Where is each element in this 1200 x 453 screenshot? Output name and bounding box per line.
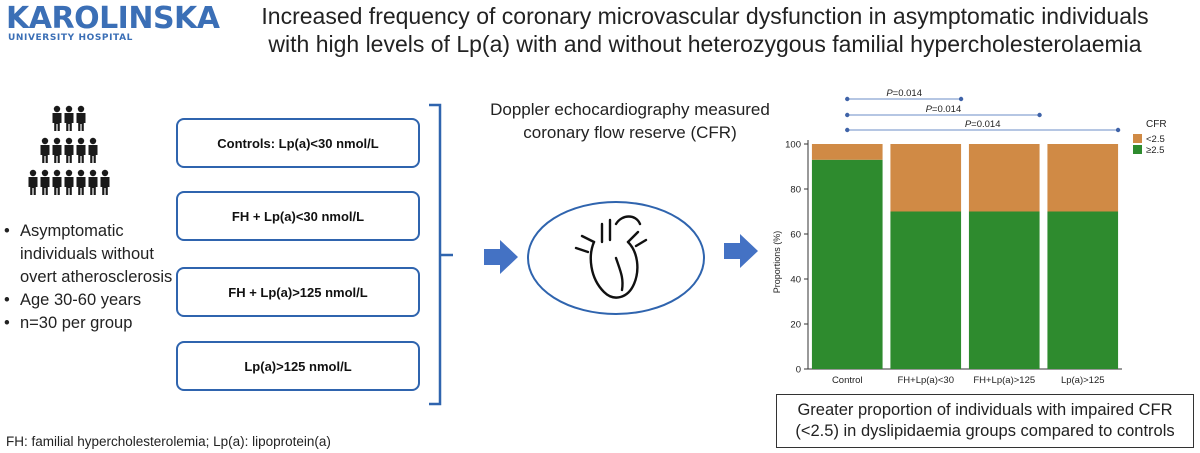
bar-segment xyxy=(890,211,962,369)
logo-subtitle: UNIVERSITY HOSPITAL xyxy=(8,33,134,43)
group-box-high-lpa: Lp(a)>125 nmol/L xyxy=(176,341,420,391)
group-box-controls: Controls: Lp(a)<30 nmol/L xyxy=(176,118,420,168)
p-value-label: P=0.014 xyxy=(886,88,922,99)
conclusion-box: Greater proportion of individuals with i… xyxy=(776,394,1194,448)
y-tick-label: 100 xyxy=(785,140,801,151)
x-tick-label: Control xyxy=(832,375,863,386)
x-tick-label: Lp(a)>125 xyxy=(1061,375,1105,386)
group-box-fh-high-lpa: FH + Lp(a)>125 nmol/L xyxy=(176,267,420,317)
y-tick-label: 40 xyxy=(790,275,801,286)
x-tick-label: FH+Lp(a)<30 xyxy=(897,375,954,386)
page-title: Increased frequency of coronary microvas… xyxy=(210,2,1200,58)
arrow-right-icon xyxy=(724,234,758,268)
population-criteria-list: Asymptomatic individuals without overt a… xyxy=(4,220,174,335)
legend-swatch xyxy=(1133,134,1142,143)
method-description: Doppler echocardiography measured corona… xyxy=(490,100,770,142)
group-box-fh-low-lpa: FH + Lp(a)<30 nmol/L xyxy=(176,191,420,241)
title-line-1: Increased frequency of coronary microvas… xyxy=(261,3,1149,29)
x-tick-label: FH+Lp(a)>125 xyxy=(973,375,1035,386)
significance-endpoint xyxy=(958,96,964,102)
y-tick-label: 80 xyxy=(790,185,801,196)
heart-icon xyxy=(527,201,705,315)
y-tick-label: 0 xyxy=(796,365,801,376)
legend-swatch xyxy=(1133,145,1142,154)
bar-segment xyxy=(1047,144,1119,212)
y-tick-label: 20 xyxy=(790,320,801,331)
legend-label: ≥2.5 xyxy=(1146,145,1164,156)
group-bracket xyxy=(429,103,453,406)
p-value-label: P=0.014 xyxy=(926,104,962,115)
people-group-icon xyxy=(28,105,110,195)
bar-segment xyxy=(968,211,1040,369)
bar-segment xyxy=(968,144,1040,212)
footnote: FH: familial hypercholesterolemia; Lp(a)… xyxy=(6,434,331,449)
y-axis-label: Proportions (%) xyxy=(772,231,782,294)
criteria-item: n=30 per group xyxy=(4,312,174,335)
bar-segment xyxy=(811,144,883,160)
legend-title: CFR xyxy=(1146,119,1167,130)
y-tick-label: 60 xyxy=(790,230,801,241)
significance-endpoint xyxy=(845,127,850,133)
bar-segment xyxy=(811,159,883,369)
legend-label: <2.5 xyxy=(1146,134,1165,145)
bar-segment xyxy=(890,144,962,212)
title-line-2: with high levels of Lp(a) with and witho… xyxy=(268,31,1142,57)
criteria-item: Asymptomatic individuals without overt a… xyxy=(4,220,174,289)
p-value-label: P=0.014 xyxy=(965,119,1001,130)
significance-endpoint xyxy=(845,112,850,118)
logo-name: KAROLINSKA xyxy=(6,1,220,36)
bar-segment xyxy=(1047,211,1119,369)
criteria-item: Age 30-60 years xyxy=(4,289,174,312)
arrow-right-icon xyxy=(484,240,518,274)
significance-endpoint xyxy=(1115,127,1121,133)
significance-endpoint xyxy=(845,96,850,102)
significance-endpoint xyxy=(1037,112,1042,118)
